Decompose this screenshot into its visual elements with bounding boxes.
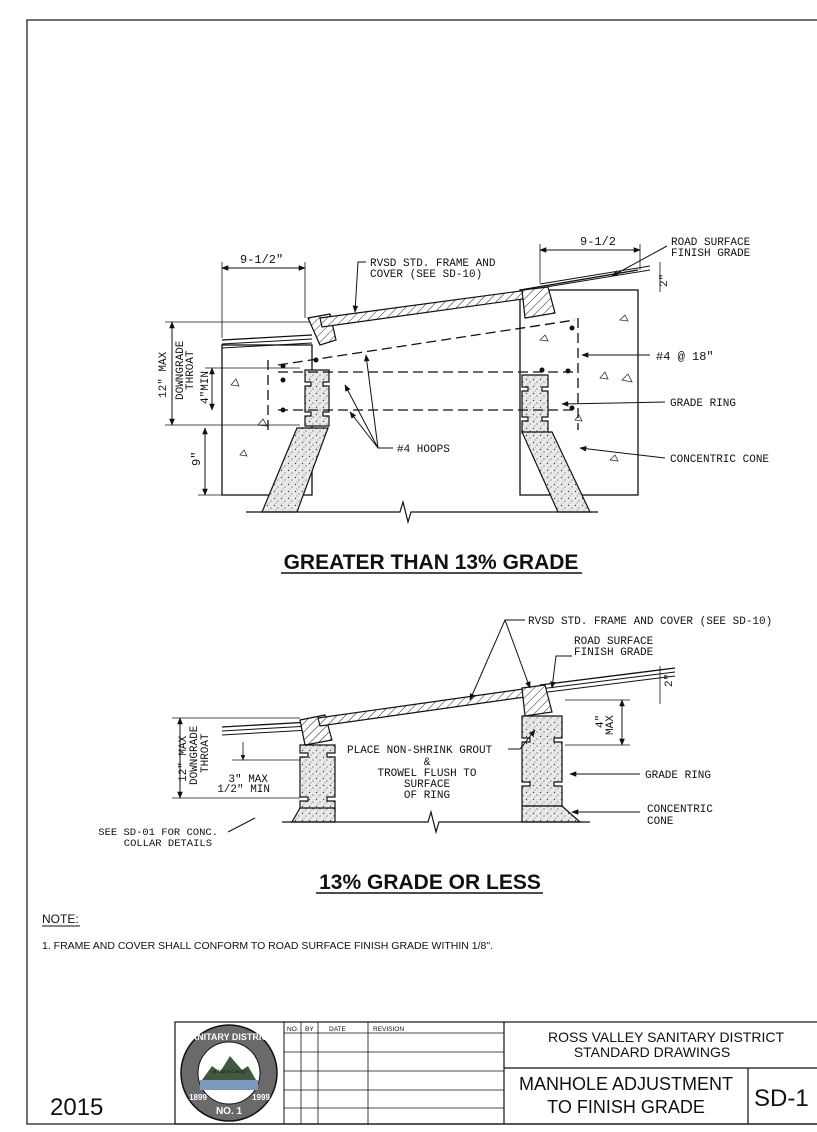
road-surface-left (221, 334, 313, 341)
bottom-detail: RVSD STD. FRAME AND COVER (SEE SD-10) RO… (98, 616, 772, 894)
bottom-dim-4-1: 4" (595, 715, 607, 728)
top-road-surface-2: FINISH GRADE (671, 248, 751, 260)
top-frame-cover-label-2: COVER (SEE SD-10) (370, 269, 482, 281)
rev-header-revision: REVISION (373, 1026, 404, 1033)
dim-right-width: 9-1/2 (580, 235, 616, 249)
seal-county: of Marin County (212, 1070, 246, 1075)
sheet-number: SD-1 (754, 1085, 809, 1112)
seal-year-left: 1899 (189, 1093, 207, 1102)
bottom-road-surface-2: FINISH GRADE (574, 647, 654, 659)
bottom-concentric-1: CONCENTRIC (647, 804, 713, 816)
bottom-dim-2: 2" (664, 674, 676, 687)
bottom-grade-ring-right (521, 715, 563, 807)
notes-section: NOTE: 1. FRAME AND COVER SHALL CONFORM T… (42, 912, 493, 952)
bottom-frame-right (521, 684, 553, 717)
bottom-throat-label-2: DOWNGRADE (189, 725, 201, 785)
top-concentric-cone-label: CONCENTRIC CONE (670, 454, 769, 466)
grade-ring-left (304, 369, 330, 427)
top-min-label: 4"MIN (200, 371, 212, 404)
title-block: 2015 SANITARY DISTRICT of Marin County 1… (50, 1021, 817, 1125)
grout-note-1: PLACE NON-SHRINK GROUT (347, 745, 493, 757)
grout-note-3: TROWEL FLUSH TO (377, 768, 476, 780)
top-detail-title: GREATER THAN 13% GRADE (284, 551, 579, 574)
seal-bottom-text: NO. 1 (216, 1106, 243, 1117)
top-throat-label-3: THROAT (185, 350, 197, 390)
bottom-road-surface-right (539, 667, 676, 686)
grout-note-4: SURFACE (404, 779, 451, 791)
seal-year-right: 1999 (252, 1093, 270, 1102)
top-dim-2: 2" (659, 274, 671, 287)
rev-header-date: DATE (329, 1026, 347, 1033)
bottom-throat-label-1: 12" MAX (178, 735, 190, 782)
bottom-dim-4-2: MAX (605, 715, 617, 735)
top-road-surface-1: ROAD SURFACE (671, 237, 751, 249)
drawing-year: 2015 (50, 1094, 103, 1121)
bottom-grade-ring-left (299, 744, 336, 812)
road-surface-right (519, 269, 639, 291)
grout-note-5: OF RING (404, 790, 450, 802)
top-throat-label-2: DOWNGRADE (175, 340, 187, 400)
grout-note-2: & (424, 757, 431, 769)
dim-left-width: 9-1/2" (240, 253, 283, 267)
seal-top-text: SANITARY DISTRICT (185, 1032, 274, 1042)
drawing-title-1: MANHOLE ADJUSTMENT (519, 1074, 733, 1094)
top-frame-cover-label-1: RVSD STD. FRAME AND (370, 258, 496, 270)
bottom-road-surface-1: ROAD SURFACE (574, 636, 654, 648)
district-standard-drawings: STANDARD DRAWINGS (574, 1044, 730, 1060)
collar-note-2: COLLAR DETAILS (124, 838, 212, 850)
bottom-throat-label-3: THROAT (200, 733, 212, 773)
top-dim-9: 9" (190, 452, 204, 466)
collar-note-1: SEE SD-01 FOR CONC. (98, 827, 218, 839)
district-seal: SANITARY DISTRICT of Marin County 1899 1… (180, 1024, 278, 1122)
rebar-spacing-label: #4 @ 18" (656, 350, 714, 364)
revision-table: NO. BY DATE REVISION (283, 1022, 505, 1124)
district-name: ROSS VALLEY SANITARY DISTRICT (548, 1029, 784, 1045)
top-grade-ring-label: GRADE RING (670, 398, 736, 410)
top-detail: 9-1/2" 9-1/2 RVSD STD. FRAME AND COVER (… (158, 235, 769, 574)
bottom-concentric-2: CONE (647, 816, 674, 828)
grade-ring-right (521, 374, 549, 434)
concrete-aggregate-marks (230, 314, 633, 462)
bottom-frame-cover-label: RVSD STD. FRAME AND COVER (SEE SD-10) (528, 616, 772, 628)
bottom-dim-3-2: 1/2" MIN (217, 784, 270, 796)
note-1: 1. FRAME AND COVER SHALL CONFORM TO ROAD… (42, 940, 493, 952)
bottom-grade-ring-label: GRADE RING (645, 770, 711, 782)
bottom-road-surface-left (221, 721, 311, 728)
notes-heading: NOTE: (42, 912, 79, 926)
top-throat-label-1: 12" MAX (158, 351, 170, 398)
bottom-dim-3-1: 3" MAX (228, 774, 268, 786)
manhole-cover (319, 289, 531, 328)
frame-right (521, 286, 556, 319)
bottom-manhole-cover (317, 687, 533, 727)
hoops-label: #4 HOOPS (397, 444, 450, 456)
drawing-title-2: TO FINISH GRADE (547, 1097, 705, 1117)
rev-header-no: NO. (287, 1026, 299, 1033)
rev-header-by: BY (305, 1026, 314, 1033)
bottom-detail-title: 13% GRADE OR LESS (319, 871, 541, 894)
